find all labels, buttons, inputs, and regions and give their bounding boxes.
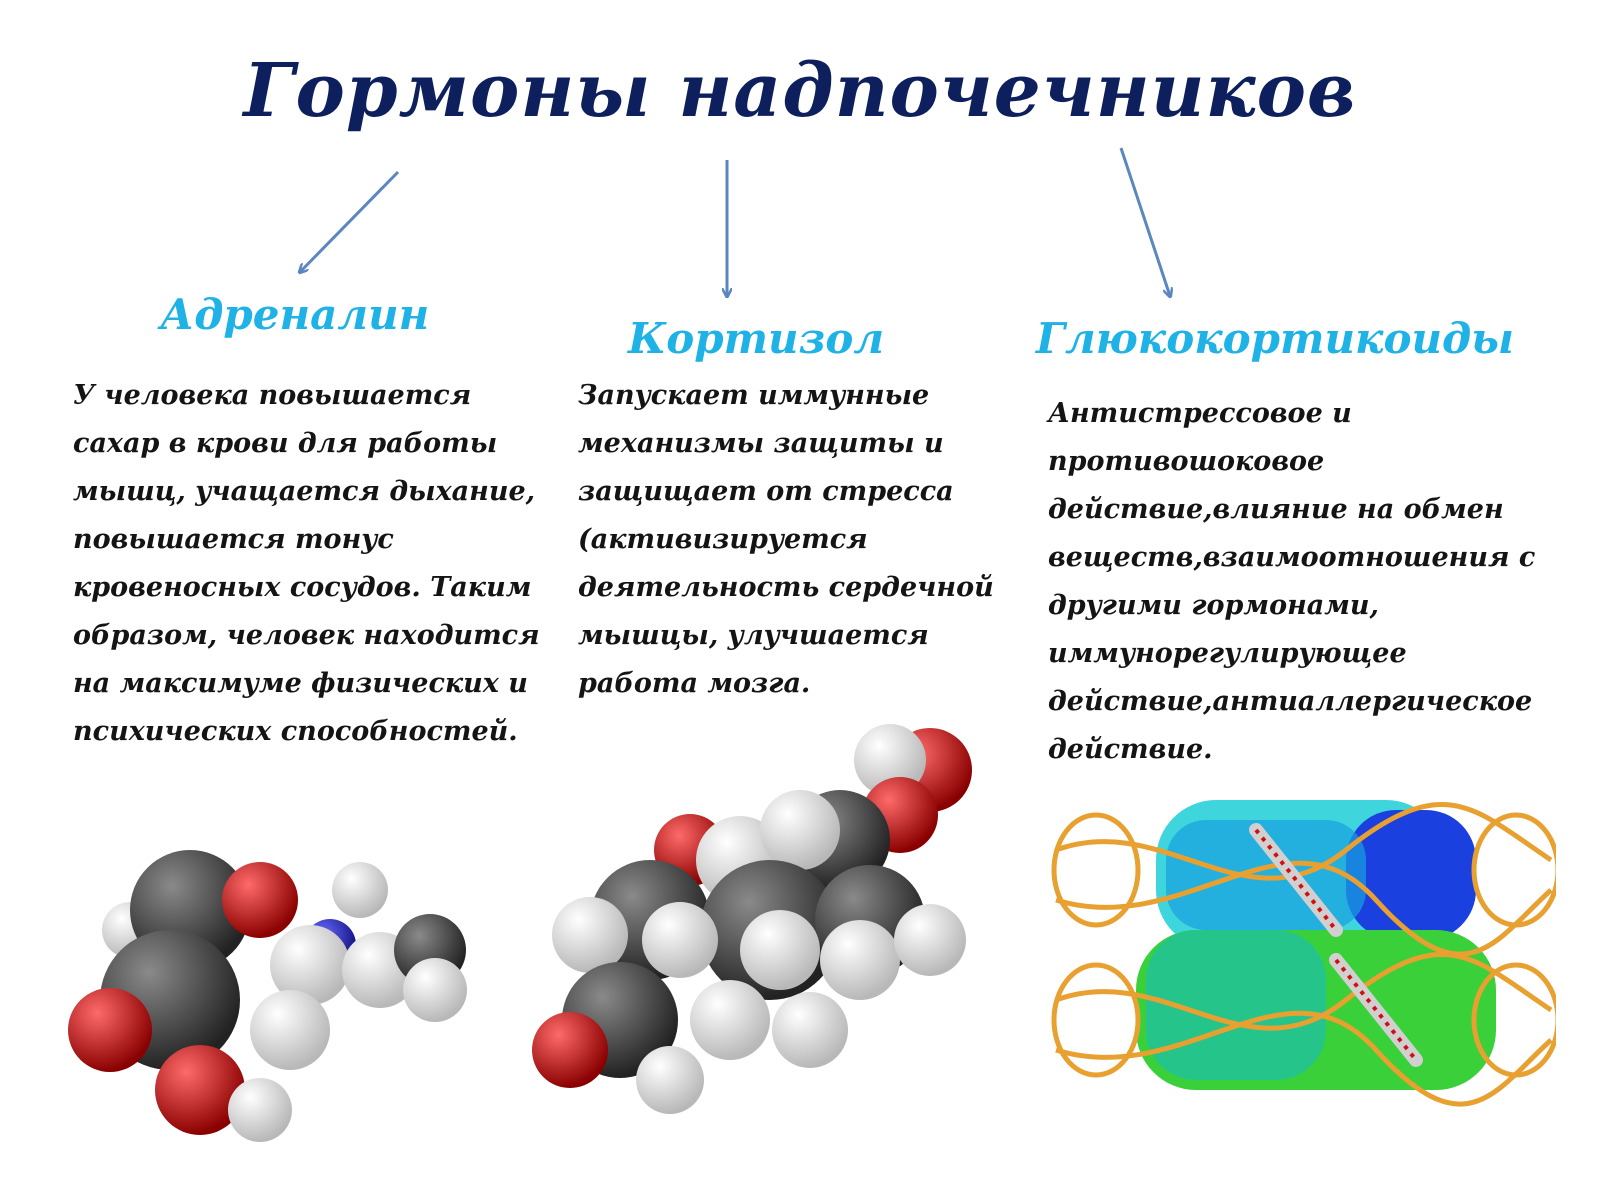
- glucocorticoid-receptor-image: [1051, 800, 1556, 1107]
- arrows-diagram: [0, 147, 1600, 320]
- heading-cortisol: Кортизол: [628, 314, 885, 363]
- page-title: Гормоны надпочечников: [243, 48, 1357, 134]
- text-glucocorticoids: Антистрессовое и противошоковое действие…: [1048, 398, 1536, 765]
- arrow-to-adrenaline: [300, 170, 400, 272]
- heading-adrenaline: Адреналин: [160, 290, 430, 339]
- text-cortisol: Запускает иммунные механизмы защиты и за…: [578, 380, 994, 699]
- cortisol-molecule-image: [532, 724, 972, 1114]
- adrenaline-molecule-image: [68, 850, 467, 1142]
- heading-glucocorticoids: Глюкокортикоиды: [1036, 314, 1514, 363]
- text-adrenaline: У человека повышается сахар в крови для …: [73, 380, 540, 747]
- arrow-to-glucocorticoids: [1119, 147, 1170, 296]
